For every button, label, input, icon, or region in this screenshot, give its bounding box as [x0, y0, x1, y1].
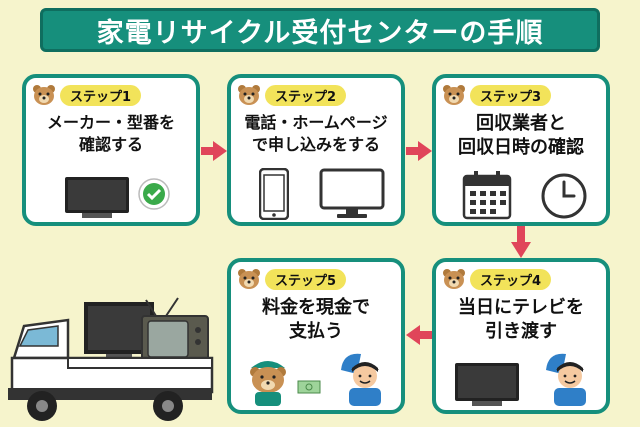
- tv-icon: [455, 363, 519, 406]
- bear-icon: [33, 85, 55, 105]
- bear-icon: [443, 269, 465, 289]
- step-label-1: ステップ1: [60, 84, 142, 106]
- worker-icon: [250, 361, 286, 406]
- step-2-line-2: で申し込みをする: [251, 135, 380, 154]
- arrow-step2-to-step3: [406, 141, 432, 161]
- truck-icon: [8, 297, 214, 421]
- step-1-line-2: 確認する: [78, 135, 143, 154]
- arrow-step3-to-step4: [511, 226, 531, 258]
- arrow-step4-to-step5: [406, 325, 432, 345]
- check-icon: [138, 178, 170, 210]
- bear-icon: [443, 85, 465, 105]
- step-card-1: ステップ1 メーカー・型番を 確認する: [22, 74, 200, 226]
- step-label-3: ステップ3: [470, 84, 552, 106]
- step-5-line-2: 支払う: [289, 321, 343, 342]
- step-2-line-1: 電話・ホームページ: [244, 113, 388, 132]
- step-card-2: ステップ2 電話・ホームページ で申し込みをする: [227, 74, 405, 226]
- worker-icon: [341, 353, 381, 406]
- bear-icon: [238, 85, 260, 105]
- step-4-line-1: 当日にテレビを: [458, 297, 584, 318]
- tv-icon: [65, 177, 129, 218]
- step-label-2: ステップ2: [265, 84, 347, 106]
- step-4-line-2: 引き渡す: [485, 321, 557, 342]
- monitor-icon: [319, 168, 385, 218]
- calendar-icon: [462, 171, 512, 220]
- bear-icon: [238, 269, 260, 289]
- step-1-line-1: メーカー・型番を: [46, 113, 175, 132]
- step-card-5: ステップ5 料金を現金で 支払う: [227, 258, 405, 414]
- step-label-4: ステップ4: [470, 268, 552, 290]
- step-3-line-1: 回収業者と: [476, 113, 566, 134]
- arrow-step1-to-step2: [201, 141, 227, 161]
- clock-icon: [541, 173, 587, 219]
- phone-icon: [259, 168, 289, 220]
- step-label-5: ステップ5: [265, 268, 347, 290]
- money-icon: [297, 380, 321, 394]
- page-title: 家電リサイクル受付センターの手順: [96, 17, 544, 49]
- title-banner: 家電リサイクル受付センターの手順: [40, 8, 600, 52]
- step-3-line-2: 回収日時の確認: [458, 137, 584, 158]
- step-card-3: ステップ3 回収業者と 回収日時の確認: [432, 74, 610, 226]
- step-card-4: ステップ4 当日にテレビを 引き渡す: [432, 258, 610, 414]
- step-5-line-1: 料金を現金で: [262, 297, 370, 318]
- worker-icon: [546, 353, 586, 406]
